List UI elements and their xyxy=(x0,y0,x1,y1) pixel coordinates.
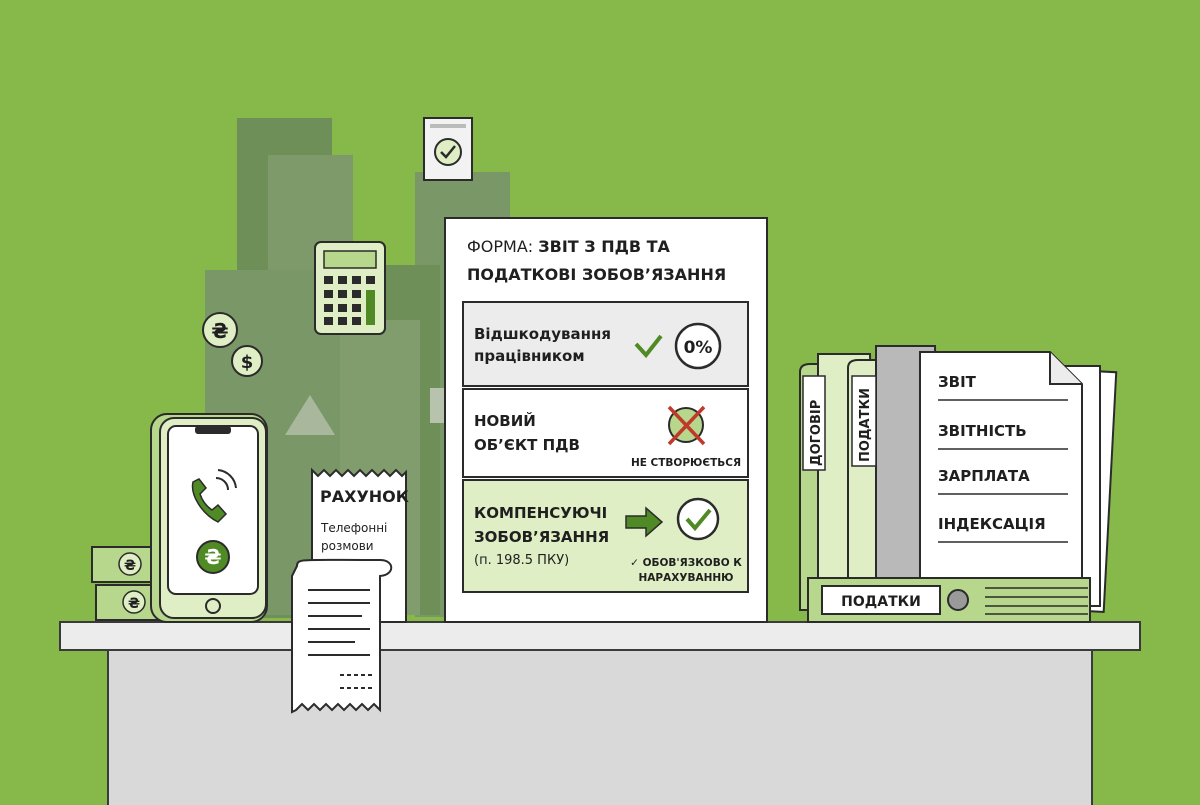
taxes-binder: ПОДАТКИ xyxy=(807,577,1091,623)
check-icon xyxy=(634,334,663,359)
form-row-new-vat-object: НОВИЙ ОБ’ЄКТ ПДВ НЕ СТВОРЮЄТЬСЯ xyxy=(462,388,749,478)
svg-text:НОВИЙ: НОВИЙ xyxy=(474,411,536,430)
note-mandatory: ✓ ОБОВ'ЯЗКОВО К xyxy=(630,557,742,569)
svg-text:ЗОБОВ’ЯЗАННЯ: ЗОБОВ’ЯЗАННЯ xyxy=(474,528,609,546)
paper-receipt xyxy=(291,558,393,714)
svg-text:РАХУНОК: РАХУНОК xyxy=(320,487,409,506)
dollar-coin-icon: $ xyxy=(231,345,263,377)
form-title-line2: ПОДАТКОВІ ЗОБОВ’ЯЗАННЯ xyxy=(467,265,726,284)
form-row-compensating-liabilities: КОМПЕНСУЮЧІ ЗОБОВ’ЯЗАННЯ (п. 198.5 ПКУ) … xyxy=(462,479,749,593)
note-accrual: НАРАХУВАННЮ xyxy=(639,572,734,584)
svg-text:(п. 198.5 ПКУ): (п. 198.5 ПКУ) xyxy=(474,553,569,568)
status-not-created: НЕ СТВОРЮЄТЬСЯ xyxy=(631,457,741,469)
phone-call-icon xyxy=(191,469,237,523)
folder-tab-taxes: ПОДАТКИ xyxy=(858,388,873,462)
svg-text:₴: ₴ xyxy=(128,596,140,612)
svg-text:₴: ₴ xyxy=(211,319,228,343)
doc-item-reporting: ЗВІТНІСТЬ xyxy=(938,422,1027,440)
vat-report-form: ФОРМА: ЗВІТ З ПДВ ТА ПОДАТКОВІ ЗОБОВ’ЯЗА… xyxy=(444,217,768,623)
svg-text:працівником: працівником xyxy=(474,347,585,365)
svg-text:Телефонні: Телефонні xyxy=(320,521,387,535)
svg-text:0%: 0% xyxy=(684,338,713,358)
folder-tab-contract: ДОГОВІР xyxy=(809,400,824,466)
doc-item-indexation: ІНДЕКСАЦІЯ xyxy=(938,515,1046,533)
smartphone: ₴ xyxy=(150,413,268,623)
doc-item-salary: ЗАРПЛАТА xyxy=(938,467,1030,485)
svg-text:розмови: розмови xyxy=(321,539,374,553)
money-stack-icon: ₴ ₴ xyxy=(91,546,159,621)
svg-text:ФОРМА: ЗВІТ З ПДВ ТА: ФОРМА: ЗВІТ З ПДВ ТА xyxy=(467,237,671,256)
form-row-reimbursement: Відшкодування працівником 0% xyxy=(462,301,749,387)
hryvnia-coin-icon: ₴ xyxy=(196,540,230,574)
hryvnia-coin-icon: ₴ xyxy=(202,312,238,348)
svg-text:Відшкодування: Відшкодування xyxy=(474,325,611,343)
form-title-bold: ЗВІТ З ПДВ ТА xyxy=(538,237,670,256)
approved-document-icon xyxy=(423,117,473,181)
doc-item-report: ЗВІТ xyxy=(938,373,977,391)
folders-stack: ДОГОВІР ПОДАТКИ ЗВІТ ЗВІТНІСТЬ ЗАРПЛАТА … xyxy=(799,345,1118,623)
svg-text:КОМПЕНСУЮЧІ: КОМПЕНСУЮЧІ xyxy=(474,504,607,522)
binder-label: ПОДАТКИ xyxy=(841,594,921,610)
form-title-prefix: ФОРМА: xyxy=(467,237,538,256)
arrow-check-icon xyxy=(625,497,720,541)
svg-text:ОБ’ЄКТ ПДВ: ОБ’ЄКТ ПДВ xyxy=(474,436,580,454)
crossed-circle-icon xyxy=(667,405,706,446)
desk xyxy=(59,621,1141,805)
svg-text:₴: ₴ xyxy=(124,558,136,574)
svg-text:$: $ xyxy=(241,352,254,373)
svg-text:₴: ₴ xyxy=(204,545,221,569)
documents-list-page: ЗВІТ ЗВІТНІСТЬ ЗАРПЛАТА ІНДЕКСАЦІЯ xyxy=(919,351,1083,589)
calculator-icon xyxy=(314,241,386,335)
zero-percent-badge xyxy=(674,322,722,370)
